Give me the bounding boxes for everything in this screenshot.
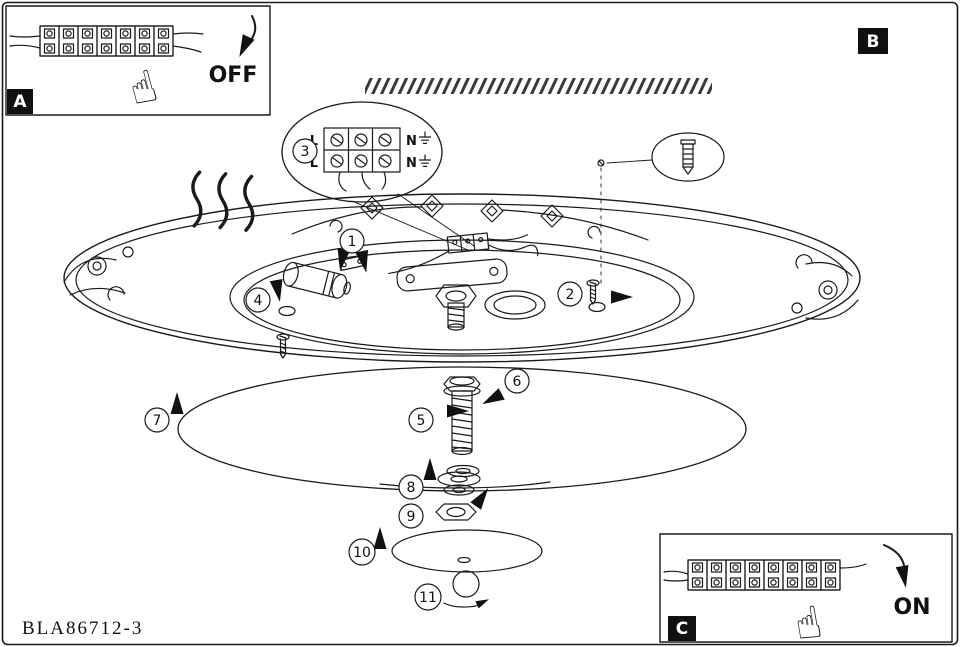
central-hub: [396, 258, 546, 331]
stem-assembly: [435, 376, 481, 521]
step-number: 4: [254, 293, 263, 309]
rotate-arrow-icon: [232, 15, 257, 61]
wall-anchor-drawing: [680, 139, 696, 175]
inset-a-power-off: ☝ OFF A: [5, 5, 271, 117]
step-number: 2: [566, 287, 575, 303]
step-marker-9: 9: [398, 503, 424, 529]
step-marker-11: 11: [414, 583, 442, 611]
rotate-arrow-icon: [883, 544, 913, 590]
step-marker-2: 2: [557, 281, 583, 307]
ceiling-plate: [63, 170, 861, 363]
mounting-hole-left: [278, 305, 296, 317]
inset-a-letter: A: [13, 92, 27, 112]
part-number: BLA86712-3: [22, 618, 143, 639]
step-marker-3: 3: [292, 138, 318, 164]
terminal-label-n-bottom: N: [406, 156, 417, 171]
step-number: 10: [353, 545, 371, 561]
inset-b-letter: B: [867, 32, 880, 52]
terminal-wires: [338, 171, 387, 192]
lock-nut: [435, 503, 477, 521]
step-number: 1: [348, 234, 357, 250]
washers: [437, 471, 481, 496]
step-number: 11: [419, 590, 437, 606]
inset-c-letter: C: [676, 619, 688, 639]
terminal-label-l-bottom: L: [310, 156, 318, 171]
lamp-socket: [282, 261, 351, 299]
terminal-label-l-top: L: [310, 134, 318, 149]
step-marker-4: 4: [245, 287, 271, 313]
callout-leader-lines: [351, 193, 475, 251]
on-label: ON: [893, 595, 930, 620]
step-number: 6: [513, 374, 522, 390]
inset-c-badge: C: [668, 616, 696, 641]
mounting-screw: [586, 279, 600, 305]
plate-ornament-band: [291, 194, 649, 241]
ceiling-hatch: [365, 78, 712, 94]
plate-scroll-left: [63, 246, 134, 301]
step-number: 7: [153, 413, 162, 429]
finial-ball: [443, 570, 491, 609]
terminal-label-n-top: N: [406, 134, 417, 149]
threaded-rod: [451, 390, 473, 452]
step-marker-6: 6: [504, 368, 530, 394]
terminal-callout: L N L N: [281, 101, 475, 251]
step-markers: 1 2 3 4 5 6 7: [144, 138, 583, 611]
step-marker-10: 10: [348, 538, 376, 566]
plate-scroll-right: [791, 254, 859, 320]
step-number: 5: [417, 413, 426, 429]
step-marker-1: 1: [339, 228, 365, 254]
glass-holder-disk: [391, 529, 543, 573]
anchor-callout: [597, 132, 725, 284]
terminal-screws: [330, 133, 392, 168]
terminal-strip-drawing: [9, 25, 204, 57]
earth-ground-icon: [418, 131, 432, 144]
supply-wires: [191, 170, 255, 232]
mounting-screw: [276, 333, 290, 359]
plate-terminal-block: [388, 232, 539, 275]
step-number: 3: [301, 144, 310, 160]
stem-nut: [443, 376, 481, 392]
step-marker-7: 7: [144, 407, 170, 433]
off-label: OFF: [209, 63, 258, 88]
terminal-strip-drawing: [663, 559, 867, 591]
step-number: 8: [407, 480, 416, 496]
mounting-hole-right: [588, 301, 606, 313]
hand-icon: ☝: [791, 597, 826, 647]
hand-icon: ☝: [124, 60, 163, 116]
earth-ground-icon: [418, 154, 432, 167]
step-marker-5: 5: [408, 407, 434, 433]
inset-c-power-on: ☝ ON C: [659, 533, 953, 647]
step-marker-8: 8: [398, 474, 424, 500]
inset-b-badge: B: [858, 28, 888, 54]
step-number: 9: [407, 509, 416, 525]
inset-a-badge: A: [7, 89, 33, 114]
